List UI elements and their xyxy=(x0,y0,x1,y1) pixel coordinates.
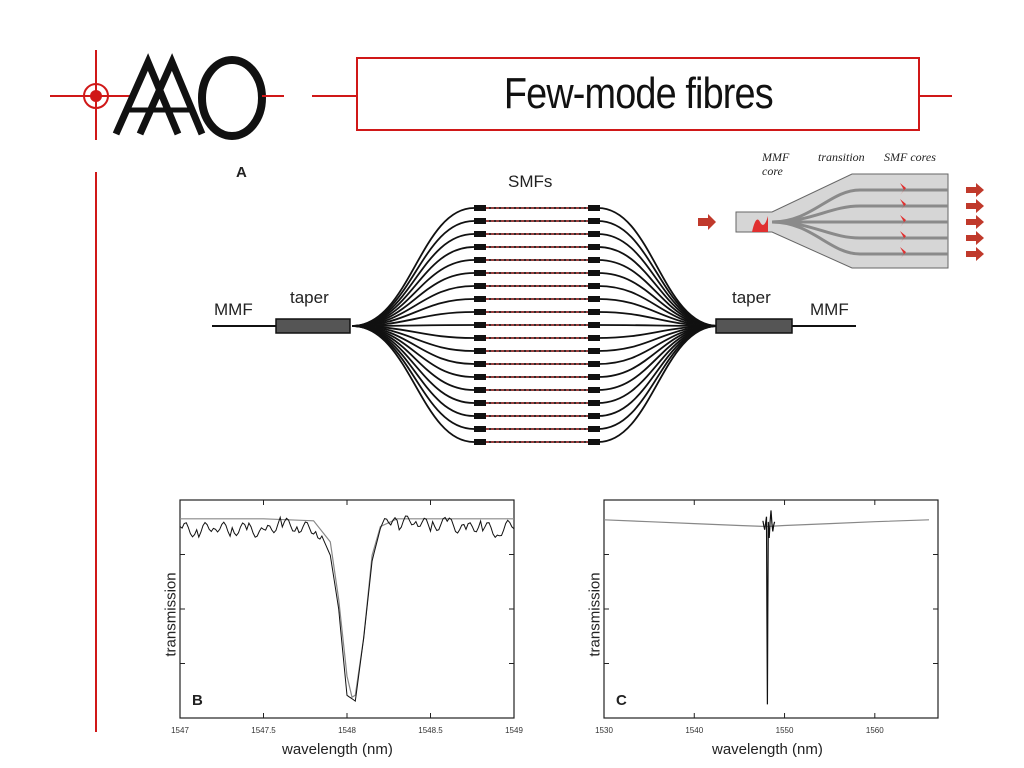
right-taper xyxy=(715,318,793,334)
input-arrow xyxy=(698,214,716,230)
chart-b-xlabel: wavelength (nm) xyxy=(282,741,393,758)
output-arrow xyxy=(966,199,984,213)
output-arrow xyxy=(966,183,984,197)
core-mode-marker xyxy=(900,183,906,195)
fiber-clamp xyxy=(474,257,486,263)
fiber-clamp xyxy=(588,257,600,263)
smf-fiber xyxy=(351,324,719,327)
smf-fiber xyxy=(351,207,719,327)
fiber-clamp xyxy=(588,205,600,211)
x-tick-label: 1547 xyxy=(171,726,189,735)
fiber-clamp xyxy=(474,283,486,289)
x-tick-label: 1540 xyxy=(685,726,704,735)
fiber-clamp xyxy=(588,270,600,276)
fiber-clamp xyxy=(474,309,486,315)
chart-b-measured-line xyxy=(179,515,515,703)
mmf-core-profile xyxy=(752,216,768,232)
fiber-clamp xyxy=(474,387,486,393)
fiber-clamp xyxy=(588,309,600,315)
fiber-clamp xyxy=(474,270,486,276)
fiber-clamp xyxy=(588,413,600,419)
x-tick-label: 1549 xyxy=(505,726,523,735)
fiber-bundle xyxy=(351,205,719,445)
fiber-clamp xyxy=(474,426,486,432)
fiber-clamp xyxy=(474,335,486,341)
output-arrow xyxy=(966,247,984,261)
fiber-clamp xyxy=(588,361,600,367)
lantern-inset xyxy=(698,173,984,269)
core-mode-marker xyxy=(900,215,906,227)
chart-b-model-line xyxy=(180,518,514,699)
fiber-clamp xyxy=(474,244,486,250)
chart-c-frame xyxy=(603,499,939,719)
chart-c-ylabel: transmission xyxy=(586,572,604,657)
core-mode-marker xyxy=(900,247,906,259)
left-taper xyxy=(275,318,351,334)
fiber-clamp xyxy=(588,426,600,432)
fiber-clamp xyxy=(588,283,600,289)
chart-c xyxy=(603,499,939,719)
fiber-clamp xyxy=(588,348,600,354)
fiber-clamp xyxy=(474,322,486,328)
chart-b-panel-label: B xyxy=(192,692,203,709)
smf-fiber xyxy=(351,325,719,443)
fiber-clamp xyxy=(588,335,600,341)
inset-mmf-label: MMF xyxy=(762,150,790,164)
chart-b-ylabel: transmission xyxy=(162,572,180,657)
right-mmf-label: MMF xyxy=(810,300,849,319)
title-box: Few-mode fibres xyxy=(356,57,920,131)
fiber-clamp xyxy=(588,296,600,302)
fiber-clamp xyxy=(474,400,486,406)
panel-a-label: A xyxy=(236,164,247,181)
fiber-clamp xyxy=(588,231,600,237)
fiber-clamp xyxy=(474,439,486,445)
fiber-clamp xyxy=(588,439,600,445)
fiber-clamp xyxy=(474,218,486,224)
fiber-clamp xyxy=(588,387,600,393)
x-tick-label: 1550 xyxy=(775,726,794,735)
fiber-clamp xyxy=(588,374,600,380)
fiber-clamp xyxy=(588,244,600,250)
fiber-clamp xyxy=(474,231,486,237)
fiber-clamp xyxy=(474,374,486,380)
inset-smf-cores-label: SMF cores xyxy=(884,150,936,164)
fiber-clamp xyxy=(588,400,600,406)
chart-c-xlabel: wavelength (nm) xyxy=(712,741,823,758)
logo xyxy=(50,50,284,140)
x-tick-label: 1548.5 xyxy=(418,726,443,735)
x-tick-label: 1530 xyxy=(595,726,613,735)
core-mode-marker xyxy=(900,231,906,243)
right-taper-label: taper xyxy=(732,288,771,307)
fiber-clamp xyxy=(588,322,600,328)
output-arrow xyxy=(966,215,984,229)
inset-transition-label: transition xyxy=(818,150,865,164)
fiber-clamp xyxy=(474,413,486,419)
chart-c-panel-label: C xyxy=(616,692,627,709)
x-tick-label: 1547.5 xyxy=(251,726,276,735)
core-mode-marker xyxy=(900,199,906,211)
inset-smf-core xyxy=(771,220,948,256)
fiber-clamp xyxy=(474,205,486,211)
chart-b-frame xyxy=(179,499,515,719)
left-mmf-label: MMF xyxy=(214,300,253,319)
x-tick-label: 1560 xyxy=(865,726,884,735)
fiber-clamp xyxy=(588,218,600,224)
fiber-clamp xyxy=(474,348,486,354)
chart-b xyxy=(179,499,515,719)
chart-c-measured-line xyxy=(762,510,776,705)
x-tick-label: 1548 xyxy=(338,726,356,735)
left-taper-label: taper xyxy=(290,288,329,307)
inset-core-label: core xyxy=(762,164,783,178)
fiber-clamp xyxy=(474,361,486,367)
fiber-clamp xyxy=(474,296,486,302)
output-arrow xyxy=(966,231,984,245)
smfs-label: SMFs xyxy=(508,172,553,191)
slide-title: Few-mode fibres xyxy=(503,69,774,118)
